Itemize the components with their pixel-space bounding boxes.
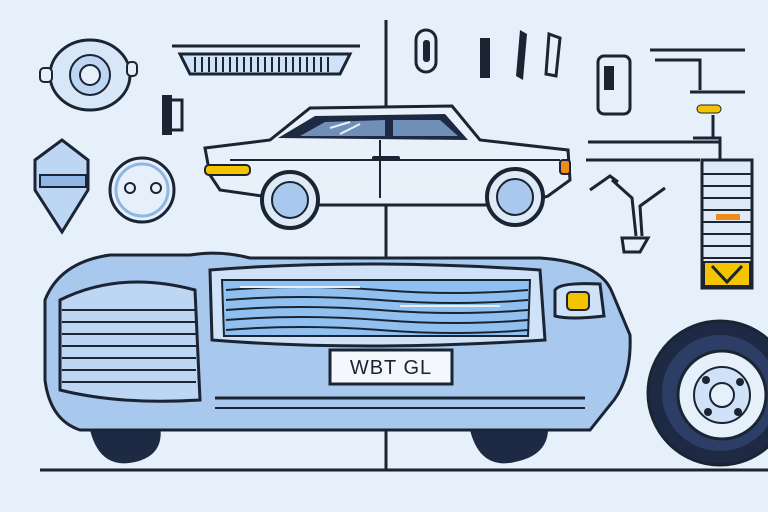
tire-wheel-part [646, 319, 768, 467]
disc-cap-part [108, 156, 176, 224]
shield-emblem-part [33, 138, 90, 235]
lift-rack-part [586, 136, 754, 290]
bracket-part [162, 95, 184, 135]
wrench-tool-part [589, 174, 666, 254]
round-gauge-part [39, 38, 138, 112]
small-parts-row [414, 28, 562, 80]
grille-strip-part [172, 44, 360, 76]
side-view-car [203, 104, 572, 230]
bracket-fixture-part [596, 48, 745, 138]
front-view-car: WBT GL [43, 251, 632, 464]
license-plate-text: WBT GL [350, 357, 432, 379]
